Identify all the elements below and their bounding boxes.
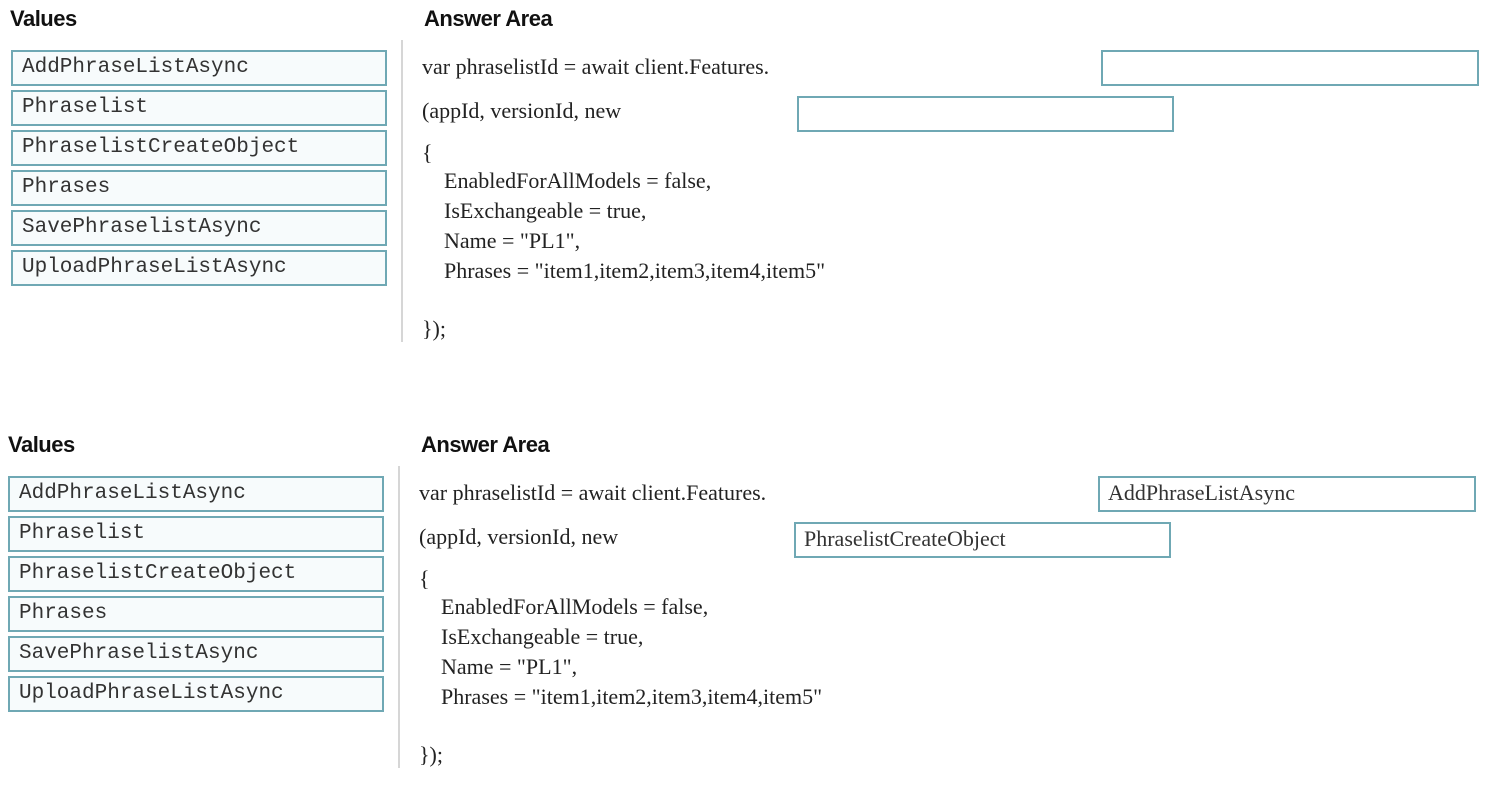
- divider: [398, 466, 400, 768]
- divider: [401, 40, 403, 342]
- drop-target-object[interactable]: [797, 96, 1174, 132]
- values-heading: Values: [8, 432, 75, 457]
- value-item-phrases[interactable]: Phrases: [11, 170, 387, 206]
- code-line-6: Name = "PL1",: [422, 228, 581, 253]
- values-heading: Values: [10, 6, 77, 31]
- value-item-savephraselistasync[interactable]: SavePhraselistAsync: [8, 636, 384, 672]
- drop-target-method[interactable]: AddPhraseListAsync: [1098, 476, 1476, 512]
- values-list: AddPhraseListAsync Phraselist Phraselist…: [11, 50, 387, 290]
- code-line-7: Phrases = "item1,item2,item3,item4,item5…: [419, 684, 823, 709]
- answer-panel: Values Answer Area AddPhraseListAsync Ph…: [0, 426, 1501, 806]
- code-line-5: IsExchangeable = true,: [422, 198, 647, 223]
- drop-target-object[interactable]: PhraselistCreateObject: [794, 522, 1171, 558]
- value-item-addphraselistasync[interactable]: AddPhraseListAsync: [11, 50, 387, 86]
- value-item-addphraselistasync[interactable]: AddPhraseListAsync: [8, 476, 384, 512]
- answer-area-heading: Answer Area: [424, 6, 553, 31]
- answer-area-heading: Answer Area: [421, 432, 550, 457]
- code-line-3: {: [419, 566, 430, 591]
- value-item-uploadphraselistasync[interactable]: UploadPhraseListAsync: [8, 676, 384, 712]
- question-panel: Values Answer Area AddPhraseListAsync Ph…: [0, 0, 1501, 380]
- code-line-1: var phraselistId = await client.Features…: [419, 480, 767, 505]
- value-item-phrases[interactable]: Phrases: [8, 596, 384, 632]
- code-line-3: {: [422, 140, 433, 165]
- value-item-phraselistcreateobject[interactable]: PhraselistCreateObject: [8, 556, 384, 592]
- value-item-uploadphraselistasync[interactable]: UploadPhraseListAsync: [11, 250, 387, 286]
- value-item-savephraselistasync[interactable]: SavePhraselistAsync: [11, 210, 387, 246]
- code-line-7: Phrases = "item1,item2,item3,item4,item5…: [422, 258, 826, 283]
- value-item-phraselistcreateobject[interactable]: PhraselistCreateObject: [11, 130, 387, 166]
- value-item-phraselist[interactable]: Phraselist: [11, 90, 387, 126]
- values-list: AddPhraseListAsync Phraselist Phraselist…: [8, 476, 384, 716]
- code-line-2: (appId, versionId, new: [419, 524, 619, 549]
- value-item-phraselist[interactable]: Phraselist: [8, 516, 384, 552]
- code-line-4: EnabledForAllModels = false,: [422, 168, 712, 193]
- drop-target-method[interactable]: [1101, 50, 1479, 86]
- code-line-5: IsExchangeable = true,: [419, 624, 644, 649]
- code-line-1: var phraselistId = await client.Features…: [422, 54, 770, 79]
- code-line-8: });: [419, 742, 443, 767]
- code-line-6: Name = "PL1",: [419, 654, 578, 679]
- code-line-8: });: [422, 316, 446, 341]
- code-line-2: (appId, versionId, new: [422, 98, 622, 123]
- code-line-4: EnabledForAllModels = false,: [419, 594, 709, 619]
